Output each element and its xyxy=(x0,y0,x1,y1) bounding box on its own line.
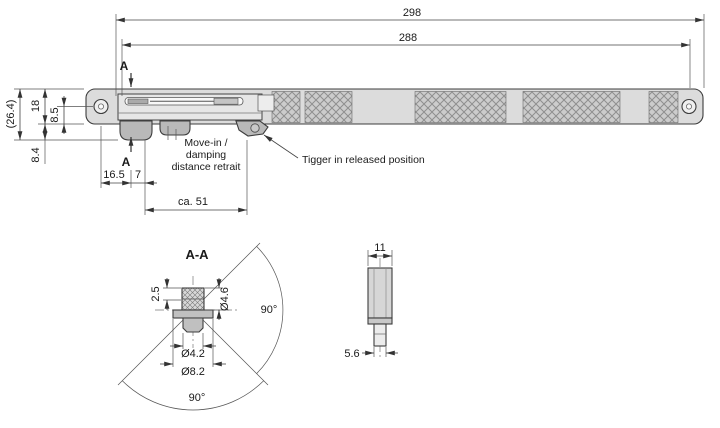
angle-cones: 90° 90° xyxy=(117,242,284,411)
dim-dia-4-6: Ø4.6 xyxy=(205,278,231,320)
latch-hooks xyxy=(119,120,269,141)
trigger-note-label: Tigger in released position xyxy=(302,154,425,166)
dim-8-5-label: 8.5 xyxy=(49,107,61,122)
dim-ca-51: ca. 51 xyxy=(145,196,247,213)
dim-18: 18 xyxy=(30,89,48,124)
dim-dia-8-2-label: Ø8.2 xyxy=(181,366,205,378)
dim-8-5: 8.5 xyxy=(49,96,67,134)
dim-11: 11 xyxy=(367,242,393,266)
dim-11-label: 11 xyxy=(374,242,385,254)
move-in-note-line2: damping xyxy=(186,149,226,161)
section-marker-bottom-label: A xyxy=(122,155,131,169)
pin-detail-stem xyxy=(373,323,387,347)
latch-hook-rear xyxy=(159,120,191,136)
dim-298: 298 xyxy=(115,7,705,96)
angle-right-label: 90° xyxy=(261,304,278,316)
dim-288-label: 288 xyxy=(399,32,417,44)
dim-dia-4-2: Ø4.2 xyxy=(170,333,216,360)
dim-16-5-label: 16.5 xyxy=(103,169,124,181)
damper-cartridge xyxy=(213,97,239,105)
section-cut-marker: A A xyxy=(120,59,134,169)
move-in-note-line3: distance retrait xyxy=(172,161,241,173)
pin-stem-section xyxy=(182,317,204,333)
pin-detail-view: 11 5.6 xyxy=(344,242,398,360)
trigger-roller xyxy=(250,123,260,133)
move-in-note: Move-in / damping distance retrait xyxy=(167,126,241,173)
dim-8-4-label: 8.4 xyxy=(30,147,42,162)
pin-detail-body xyxy=(367,267,393,347)
rail-side-view: 298 288 A A (26.4) xyxy=(5,7,705,215)
dim-8-4: 8.4 xyxy=(30,124,48,164)
mounting-hole-left xyxy=(93,98,109,115)
dim-2-5: 2.5 xyxy=(150,278,181,310)
angle-bottom-label: 90° xyxy=(189,392,206,404)
dim-288: 288 xyxy=(121,32,691,96)
section-view-aa: A-A 90° 90° 2.5 xyxy=(117,242,284,411)
pin-detail-head xyxy=(367,267,393,319)
section-aa-title: A-A xyxy=(185,247,209,262)
dim-16-5: 16.5 xyxy=(101,169,131,186)
trigger-pin-section xyxy=(172,287,214,333)
trigger-note: Tigger in released position xyxy=(263,134,425,166)
dim-5-6: 5.6 xyxy=(344,347,398,360)
dim-7: 7 xyxy=(131,169,157,186)
dim-5-6-label: 5.6 xyxy=(344,348,359,360)
pin-flange-section xyxy=(172,309,214,319)
damper-slider xyxy=(127,98,149,104)
dim-dia-8-2: Ø8.2 xyxy=(160,319,226,378)
section-marker-top-label: A xyxy=(120,59,129,73)
latch-hook-front xyxy=(119,120,153,141)
dim-2-5-label: 2.5 xyxy=(150,286,162,301)
dim-7-label: 7 xyxy=(135,169,141,181)
dim-bottom-group: 16.5 7 ca. 51 xyxy=(100,126,248,215)
dim-dia-4-2-label: Ø4.2 xyxy=(181,348,205,360)
dim-298-label: 298 xyxy=(403,7,421,19)
dim-26-4-label: (26.4) xyxy=(5,100,17,129)
pin-detail-flange xyxy=(367,317,393,325)
dim-26-4: (26.4) xyxy=(5,89,23,140)
dim-18-label: 18 xyxy=(30,100,42,112)
rail-hatched-blocks xyxy=(271,91,679,123)
mounting-hole-right xyxy=(681,98,697,115)
dim-ca-51-label: ca. 51 xyxy=(178,196,208,208)
dim-dia-4-6-label: Ø4.6 xyxy=(219,287,231,311)
move-in-note-line1: Move-in / xyxy=(184,137,227,149)
damper-mechanism xyxy=(117,93,275,121)
